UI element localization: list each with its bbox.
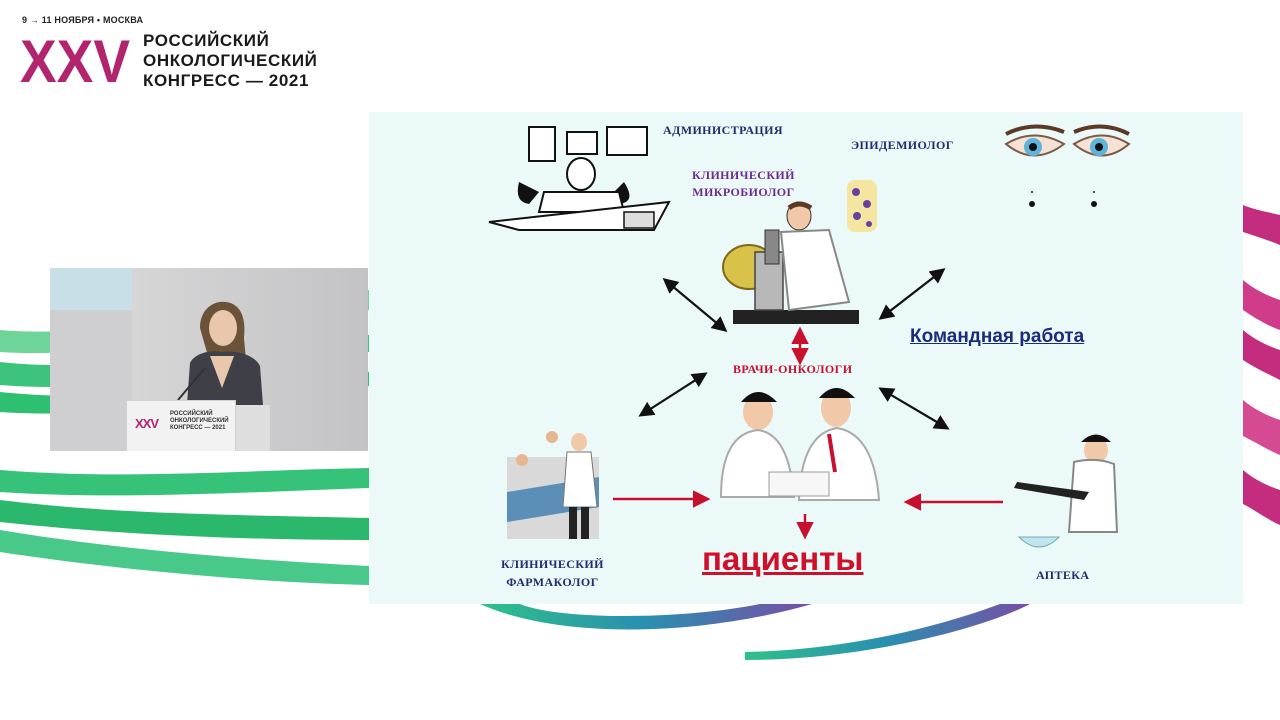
podium-logo-text: РОССИЙСКИЙ ОНКОЛОГИЧЕСКИЙ КОНГРЕСС — 202…: [170, 411, 229, 432]
magenta-wave-4: [1243, 400, 1280, 455]
logo-line-1: РОССИЙСКИЙ: [143, 31, 270, 50]
magenta-wave-2: [1243, 280, 1280, 330]
speaker-video-feed: XXV РОССИЙСКИЙ ОНКОЛОГИЧЕСКИЙ КОНГРЕСС —…: [50, 268, 368, 451]
logo-line-2: ОНКОЛОГИЧЕСКИЙ: [143, 51, 318, 70]
patients-label: пациенты: [702, 540, 864, 577]
green-wave-4: [0, 468, 369, 496]
pharmacologist-illustration: [507, 431, 599, 539]
label-epidemiologist: ЭПИДЕМИОЛОГ: [851, 138, 954, 152]
podium-logo-line-3: КОНГРЕСС — 2021: [170, 425, 226, 431]
podium-side: [234, 405, 270, 451]
congress-logo-mark: XXV: [20, 32, 130, 88]
label-pharmacologist-line1: КЛИНИЧЕСКИЙ: [501, 557, 604, 571]
arrow-pharmacy-oncologists: [878, 387, 950, 430]
epidemiologist-eyes-illustration: [1004, 124, 1131, 207]
pharmacy-illustration: [1014, 434, 1119, 548]
event-dates: 9 → 11 НОЯБРЯ • МОСКВА: [22, 15, 144, 25]
green-wave-6: [0, 530, 369, 585]
arrow-admin-microbiologist: [662, 278, 728, 332]
bottom-wave-1: [480, 604, 812, 630]
podium: XXV РОССИЙСКИЙ ОНКОЛОГИЧЕСКИЙ КОНГРЕСС —…: [126, 400, 236, 451]
label-pharmacologist: КЛИНИЧЕСКИЙ ФАРМАКОЛОГ: [501, 555, 604, 591]
magenta-wave-5: [1243, 470, 1280, 525]
label-pharmacologist-line2: ФАРМАКОЛОГ: [506, 575, 599, 589]
video-background-screen: [50, 268, 132, 310]
magenta-wave-1: [1243, 205, 1280, 245]
magenta-wave-3: [1243, 330, 1280, 380]
podium-logo-line-1: РОССИЙСКИЙ: [170, 411, 213, 417]
oncologists-illustration: [719, 388, 881, 501]
label-oncologists: ВРАЧИ-ОНКОЛОГИ: [733, 362, 853, 376]
label-administration: АДМИНИСТРАЦИЯ: [663, 123, 783, 137]
logo-line-3: КОНГРЕСС — 2021: [143, 71, 310, 90]
congress-logo-text: РОССИЙСКИЙ ОНКОЛОГИЧЕСКИЙ КОНГРЕСС — 202…: [143, 31, 317, 91]
label-microbiologist-line2: МИКРОБИОЛОГ: [692, 185, 795, 199]
slide-illustrations: [488, 124, 1131, 548]
label-microbiologist: КЛИНИЧЕСКИЙ МИКРОБИОЛОГ: [692, 167, 795, 201]
podium-logo-line-2: ОНКОЛОГИЧЕСКИЙ: [170, 418, 229, 424]
bacteria-illustration: [847, 180, 877, 232]
label-microbiologist-line1: КЛИНИЧЕСКИЙ: [692, 168, 795, 182]
podium-logo-mark: XXV: [135, 416, 159, 431]
bottom-wave-2: [745, 604, 1030, 660]
label-pharmacy: АПТЕКА: [1036, 568, 1090, 582]
teamwork-heading: Командная работа: [910, 326, 1085, 347]
presentation-slide: АДМИНИСТРАЦИЯ ЭПИДЕМИОЛОГ КЛИНИЧЕСКИЙ МИ…: [369, 112, 1243, 604]
green-wave-5: [0, 500, 369, 540]
microbiologist-illustration: [722, 201, 859, 324]
arrow-epidemiologist-microbiologist: [878, 268, 946, 320]
administration-illustration: [488, 126, 671, 231]
logo-roman-numeral: XXV: [20, 32, 130, 88]
arrow-pharmacologist-oncologists: [638, 372, 708, 417]
